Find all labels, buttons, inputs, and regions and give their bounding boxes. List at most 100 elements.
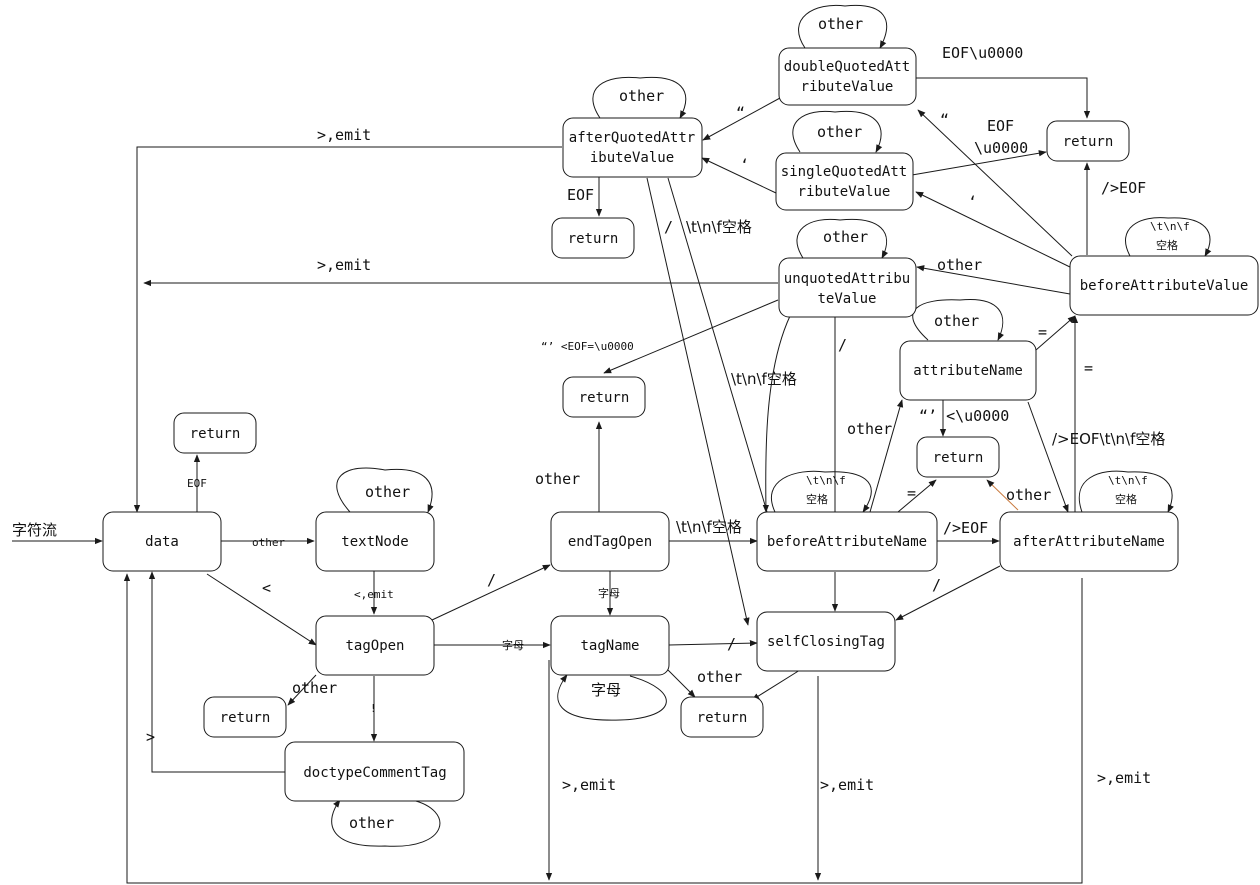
edge-dq-self xyxy=(798,4,888,49)
label-input: 字符流 xyxy=(12,521,57,539)
label-attrname-quote: “’ <\u0000 xyxy=(919,407,1009,425)
edge-aan-self xyxy=(1078,470,1174,513)
edge-aqav-to-selfclosing xyxy=(646,177,750,626)
label-tagname-emit: >,emit xyxy=(562,776,616,794)
label-unq-self: other xyxy=(823,228,868,246)
edge-aqav-self xyxy=(592,76,687,119)
edge-textnode-self xyxy=(336,467,434,513)
svg-text:return: return xyxy=(933,450,984,466)
label-afterattr-emit: >,emit xyxy=(1097,769,1151,787)
edge-bottom-loop xyxy=(123,573,1083,884)
label-tagopen-slash: / xyxy=(487,571,496,589)
edge-sq-to-aqav xyxy=(701,157,777,194)
label-doctype-other: other xyxy=(349,814,394,832)
svg-text:singleQuotedAtt: singleQuotedAtt xyxy=(781,164,907,180)
label-sq-eof: EOF xyxy=(987,117,1014,135)
label-attrname-self: other xyxy=(934,312,979,330)
label-aan-eq: = xyxy=(1084,359,1093,377)
label-tagname-slash: / xyxy=(727,635,736,653)
edge-attrname-to-bav xyxy=(1035,315,1076,351)
label-data-other: other xyxy=(252,536,285,549)
label-ban-to-aan: />EOF xyxy=(943,519,988,537)
edge-tagopen-to-return xyxy=(287,674,317,706)
svg-text:afterQuotedAttr: afterQuotedAttr xyxy=(569,130,695,146)
edge-doctype-to-data xyxy=(148,571,285,773)
edge-aan-to-selfclosing xyxy=(895,565,1001,621)
label-sq-to-aqav: ‘ xyxy=(740,156,749,174)
label-attrname-to-aan: />EOF\t\n\f空格 xyxy=(1052,430,1165,448)
svg-text:textNode: textNode xyxy=(341,534,408,550)
label-data-eof: EOF xyxy=(187,477,207,490)
svg-text:doctypeCommentTag: doctypeCommentTag xyxy=(303,765,446,781)
edge-data-to-tagopen xyxy=(206,573,317,646)
state-singlequotedattributevalue: singleQuotedAtt ributeValue xyxy=(775,152,914,211)
label-textnode-other: other xyxy=(365,483,410,501)
edge-aan-to-return xyxy=(986,479,1019,511)
state-return-quoted: return xyxy=(1046,120,1130,162)
state-beforeattributename: beforeAttributeName xyxy=(756,511,938,572)
label-sq-self: other xyxy=(817,123,862,141)
state-tagopen: tagOpen xyxy=(315,615,435,676)
svg-text:return: return xyxy=(568,231,619,247)
label-selfclosing-emit: >,emit xyxy=(820,776,874,794)
state-beforeattributevalue: beforeAttributeValue xyxy=(1069,255,1259,316)
edge-bav-to-sq xyxy=(915,191,1073,269)
state-textnode: textNode xyxy=(315,511,435,572)
label-bav-other: other xyxy=(937,256,982,274)
label-tagopen-letter: 字母 xyxy=(502,638,524,652)
state-return-tagopen: return xyxy=(203,696,287,738)
label-bav-dq: “ xyxy=(940,111,949,129)
state-return-attributename: return xyxy=(916,436,1000,478)
svg-text:tagOpen: tagOpen xyxy=(345,638,404,654)
svg-text:tagName: tagName xyxy=(580,638,639,654)
label-doctype-gt: > xyxy=(146,728,155,746)
edge-dq-to-return xyxy=(916,77,1091,119)
svg-text:beforeAttributeName: beforeAttributeName xyxy=(767,534,927,550)
state-doublequotedattributevalue: doubleQuotedAtt ributeValue xyxy=(778,47,917,106)
label-dq-self: other xyxy=(818,15,863,33)
label-bav-sq: ‘ xyxy=(968,193,977,211)
label-aqav-self: other xyxy=(619,87,664,105)
edge-ban-to-return xyxy=(897,479,937,513)
label-bav-eof: />EOF xyxy=(1101,179,1146,197)
label-sq-eof2: \u0000 xyxy=(974,139,1028,157)
label-unq-slash: / xyxy=(838,336,847,354)
edge-ban-self xyxy=(770,470,872,513)
edge-bav-to-unq xyxy=(916,265,1071,295)
state-afterattributename: afterAttributeName xyxy=(999,511,1179,572)
state-selfclosingtag: selfClosingTag xyxy=(756,611,896,672)
svg-text:return: return xyxy=(220,710,271,726)
label-aan-slash: / xyxy=(932,576,941,594)
label-data-lt: < xyxy=(262,579,271,597)
label-endtagopen-letter: 字母 xyxy=(598,586,620,600)
state-endtagopen: endTagOpen xyxy=(550,511,670,572)
svg-text:beforeAttributeValue: beforeAttributeValue xyxy=(1080,278,1249,294)
svg-text:attributeName: attributeName xyxy=(913,363,1023,379)
edge-sq-self xyxy=(792,110,883,153)
state-return-afterquoted: return xyxy=(551,217,635,259)
edge-doctype-self xyxy=(331,799,441,847)
state-doctypecommenttag: doctypeCommentTag xyxy=(284,741,465,802)
state-unquotedattributevalue: unquotedAttribu teValue xyxy=(778,257,917,318)
svg-text:return: return xyxy=(579,390,630,406)
state-return-data: return xyxy=(173,412,257,454)
label-aqav-emit: >,emit xyxy=(317,126,371,144)
label-textnode-lt-emit: <,emit xyxy=(354,588,394,601)
edge-bav-to-dq xyxy=(917,109,1073,257)
svg-text:selfClosingTag: selfClosingTag xyxy=(767,634,885,650)
label-aqav-eof: EOF xyxy=(567,186,594,204)
state-attributename: attributeName xyxy=(899,340,1037,401)
label-tagname-letter: 字母 xyxy=(591,681,621,699)
edge-aqav-to-ban xyxy=(667,177,772,523)
svg-text:unquotedAttribu: unquotedAttribu xyxy=(784,271,910,287)
label-unq-quote: “’ <EOF=\u0000 xyxy=(541,340,634,353)
label-tagname-other: other xyxy=(697,668,742,686)
svg-text:afterAttributeName: afterAttributeName xyxy=(1013,534,1165,550)
label-endtagopen-other: other xyxy=(535,470,580,488)
svg-text:data: data xyxy=(145,534,179,550)
edge-tagname-to-return xyxy=(667,669,696,698)
label-ban-self: \t\n\f xyxy=(806,474,846,487)
edge-dq-to-aqav xyxy=(702,97,781,141)
label-attrname-eq: = xyxy=(1038,323,1047,341)
